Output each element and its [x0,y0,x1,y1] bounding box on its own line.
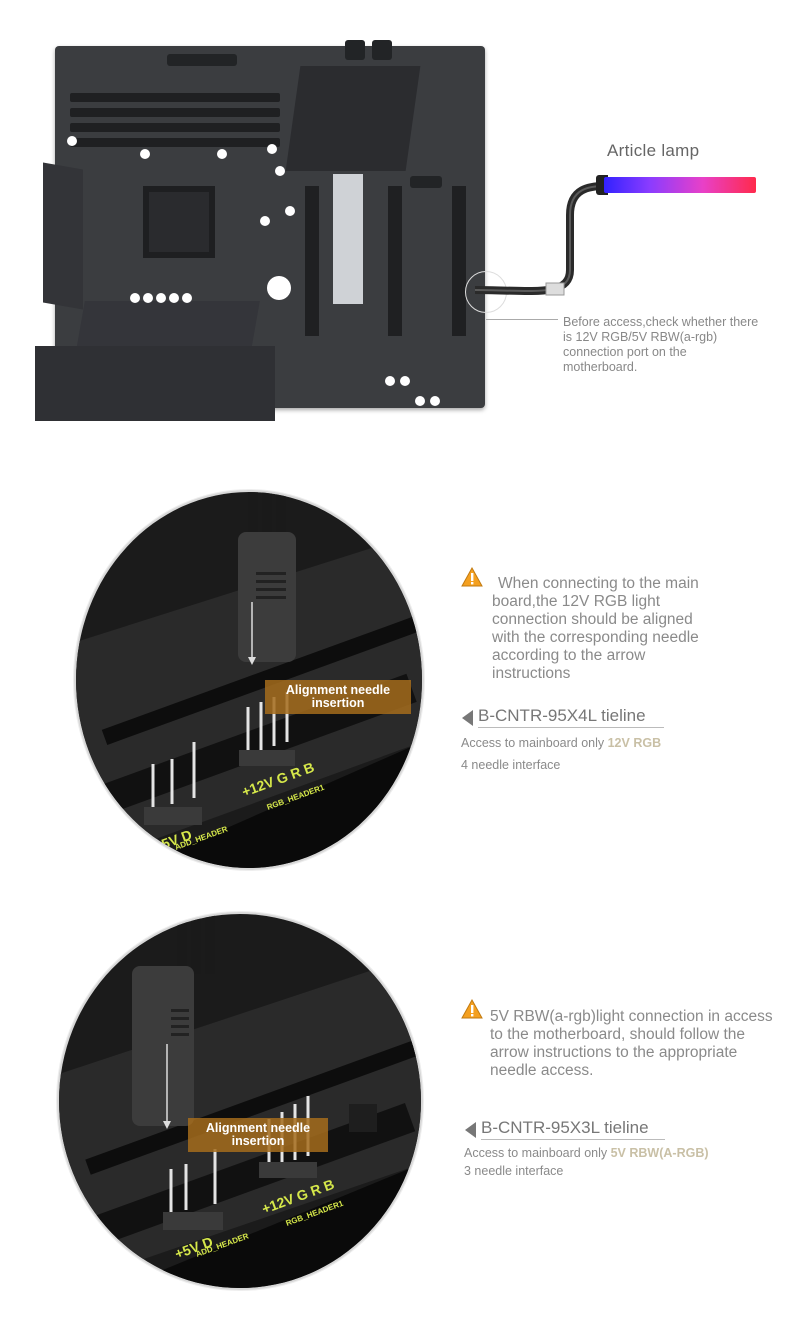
interface-note-12v: 4 needle interface [461,758,561,772]
warning-text-5v: 5V RBW(a-rgb)light connection in access … [490,1008,773,1079]
warning-icon-2 [461,999,483,1019]
warning-icon [461,567,483,587]
header-closeup-5v: +12V G R B RGB_HEADER1 +5V D ADD_HEADER [57,912,423,1290]
hint-leader-line [486,319,558,320]
alignment-needle-label-2: Alignment needle insertion [188,1118,328,1152]
access-accent-12v: 12V RGB [607,736,662,750]
tieline-title-5v: B-CNTR-95X3L tieline [481,1118,665,1140]
access-note-5v: Access to mainboard only 5V RBW(A-RGB) [464,1146,709,1160]
port-check-hint: Before access,check whether there is 12V… [563,315,759,374]
article-lamp-label: Article lamp [607,141,700,160]
interface-note-5v: 3 needle interface [464,1164,564,1178]
lamp-cable [474,182,606,296]
access-accent-5v: 5V RBW(A-RGB) [610,1146,709,1160]
triangle-left-icon-2 [465,1122,476,1138]
access-note-12v: Access to mainboard only 12V RGB [461,736,662,750]
alignment-needle-label: Alignment needle insertion [265,680,411,714]
tieline-title-12v: B-CNTR-95X4L tieline [478,706,664,728]
article-lamp-bar [604,177,756,193]
triangle-left-icon [462,710,473,726]
motherboard-image [35,40,507,421]
warning-text-12v: When connecting to the main board,the 12… [492,575,699,682]
